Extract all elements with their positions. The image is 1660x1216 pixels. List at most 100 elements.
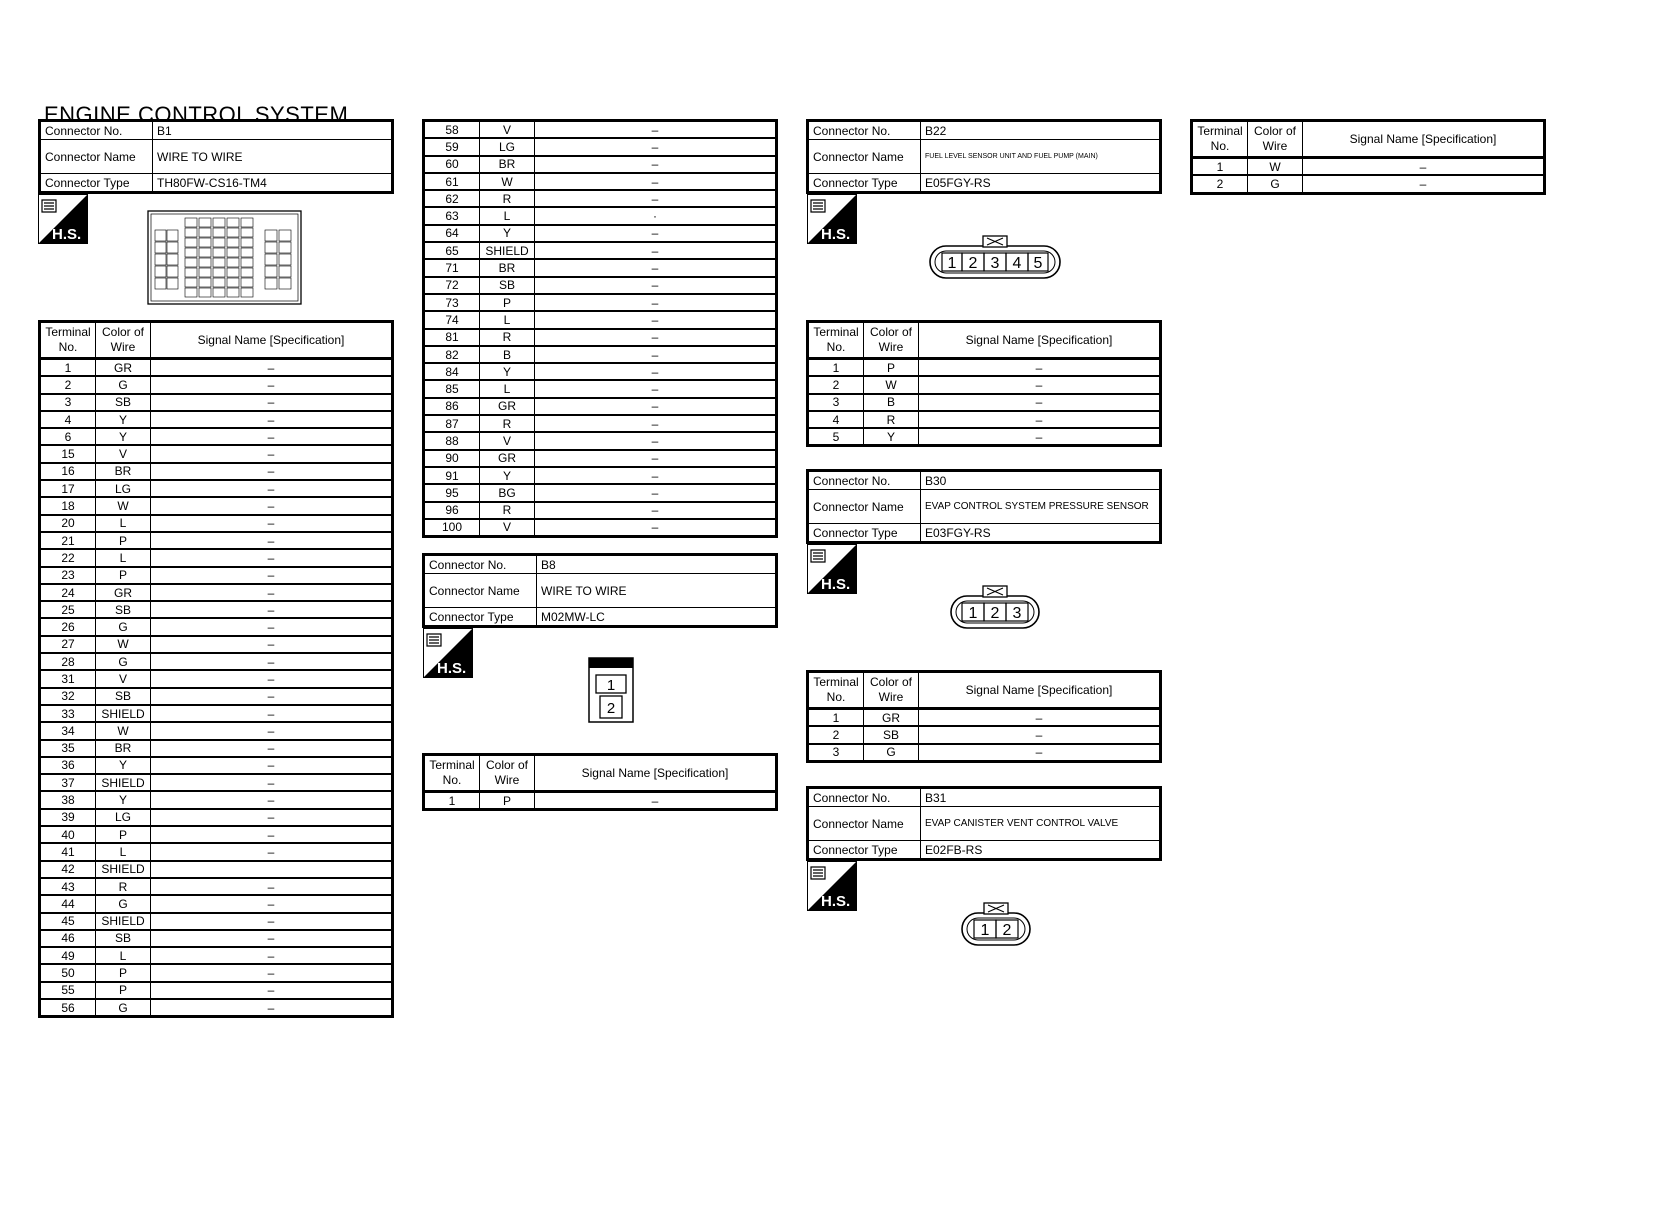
connector-cavity bbox=[264, 241, 278, 254]
hs-label: H.S. bbox=[821, 226, 850, 243]
terminal-no-cell: 18 bbox=[39, 497, 96, 516]
b8-pin-1: 1 bbox=[607, 677, 615, 694]
signal-name-cell: – bbox=[150, 514, 393, 533]
b30-terminal-block: Terminal No. Color of Wire Signal Name [… bbox=[806, 670, 1162, 763]
signal-name-cell: · bbox=[534, 207, 777, 226]
wire-color-cell: P bbox=[95, 566, 151, 585]
terminal-no-cell: 1 bbox=[807, 358, 864, 378]
signal-name-cell: – bbox=[534, 224, 777, 244]
signal-name-cell: – bbox=[918, 410, 1161, 430]
terminal-no-cell: 41 bbox=[39, 843, 96, 862]
signal-name-cell: – bbox=[150, 497, 393, 516]
wire-color-cell: Y bbox=[95, 410, 151, 430]
terminal-no-cell: 82 bbox=[423, 345, 480, 365]
b31-connector-no: B31 bbox=[920, 787, 1161, 807]
terminal-no-cell: 42 bbox=[39, 860, 96, 879]
signal-name-cell: – bbox=[534, 138, 777, 157]
b22-connector-name: FUEL LEVEL SENSOR UNIT AND FUEL PUMP (MA… bbox=[920, 139, 1161, 174]
color-of-wire-header: Color of Wire bbox=[95, 321, 151, 360]
connector-cavity bbox=[198, 237, 212, 248]
terminal-no-cell: 85 bbox=[423, 380, 480, 399]
terminal-no-cell: 2 bbox=[807, 726, 864, 745]
b8-pin-2: 2 bbox=[607, 700, 615, 717]
connector-cavity bbox=[166, 253, 179, 266]
connector-cavity bbox=[240, 227, 254, 238]
signal-name-cell: – bbox=[534, 501, 777, 520]
signal-name-cell: – bbox=[150, 480, 393, 499]
signal-name-cell: – bbox=[534, 397, 777, 417]
connector-cavity bbox=[184, 217, 198, 228]
wire-color-cell: SB bbox=[95, 687, 151, 706]
terminal-no-cell: 23 bbox=[39, 566, 96, 585]
wire-color-cell: W bbox=[95, 497, 151, 516]
signal-name-cell: – bbox=[918, 376, 1161, 395]
terminal-no-cell: 44 bbox=[39, 895, 96, 914]
signal-name-cell: – bbox=[918, 358, 1161, 378]
connector-cavity bbox=[264, 229, 278, 242]
signal-name-cell: – bbox=[150, 393, 393, 412]
wire-color-cell: G bbox=[95, 895, 151, 914]
b30-connector-type: E03FGY-RS bbox=[920, 523, 1161, 543]
wire-color-cell: W bbox=[1247, 157, 1303, 177]
wire-color-cell: B bbox=[863, 393, 919, 412]
signal-name-cell: – bbox=[150, 929, 393, 949]
wire-color-cell: SB bbox=[95, 601, 151, 620]
b30-connector-name: EVAP CONTROL SYSTEM PRESSURE SENSOR bbox=[920, 489, 1161, 524]
wire-color-cell: BR bbox=[95, 462, 151, 482]
connector-cavity bbox=[166, 229, 179, 242]
color-of-wire-header: Color of Wire bbox=[479, 754, 535, 793]
signal-name-cell: – bbox=[534, 311, 777, 330]
connector-cavity bbox=[212, 287, 226, 298]
connector-no-label: Connector No. bbox=[807, 787, 921, 807]
signal-name-cell: – bbox=[534, 172, 777, 192]
signal-name-cell: – bbox=[150, 653, 393, 672]
wire-color-cell: G bbox=[863, 743, 919, 763]
harness-side-icon: H.S. bbox=[38, 194, 88, 244]
wire-color-cell: Y bbox=[95, 428, 151, 447]
wire-color-cell: G bbox=[95, 653, 151, 672]
signal-name-cell: – bbox=[534, 484, 777, 503]
b31-terminal-block: Terminal No. Color of Wire Signal Name [… bbox=[1190, 119, 1546, 195]
connector-no-label: Connector No. bbox=[807, 470, 921, 490]
wire-color-cell: Y bbox=[863, 428, 919, 447]
signal-name-cell: – bbox=[150, 843, 393, 862]
connector-cavity bbox=[226, 227, 240, 238]
b1-connector-diagram bbox=[147, 210, 302, 305]
connector-cavity bbox=[240, 287, 254, 298]
signal-name-cell: – bbox=[1302, 175, 1545, 195]
wire-color-cell: R bbox=[479, 190, 535, 209]
wire-color-cell: W bbox=[479, 172, 535, 192]
wire-color-cell: G bbox=[1247, 175, 1303, 195]
terminal-no-cell: 36 bbox=[39, 756, 96, 776]
connector-cavity bbox=[240, 277, 254, 288]
b8-connector-no: B8 bbox=[536, 554, 777, 574]
connector-type-label: Connector Type bbox=[423, 607, 537, 627]
connector-cavity bbox=[154, 253, 167, 266]
b30-connector-no: B30 bbox=[920, 470, 1161, 490]
signal-name-cell: – bbox=[150, 428, 393, 447]
harness-side-icon: H.S. bbox=[423, 628, 473, 678]
signal-name-cell: – bbox=[150, 756, 393, 776]
terminal-no-header: Terminal No. bbox=[807, 671, 864, 710]
connector-cavity bbox=[154, 229, 167, 242]
connector-cavity bbox=[278, 277, 292, 290]
signal-name-cell: – bbox=[918, 726, 1161, 745]
terminal-no-cell: 61 bbox=[423, 172, 480, 192]
